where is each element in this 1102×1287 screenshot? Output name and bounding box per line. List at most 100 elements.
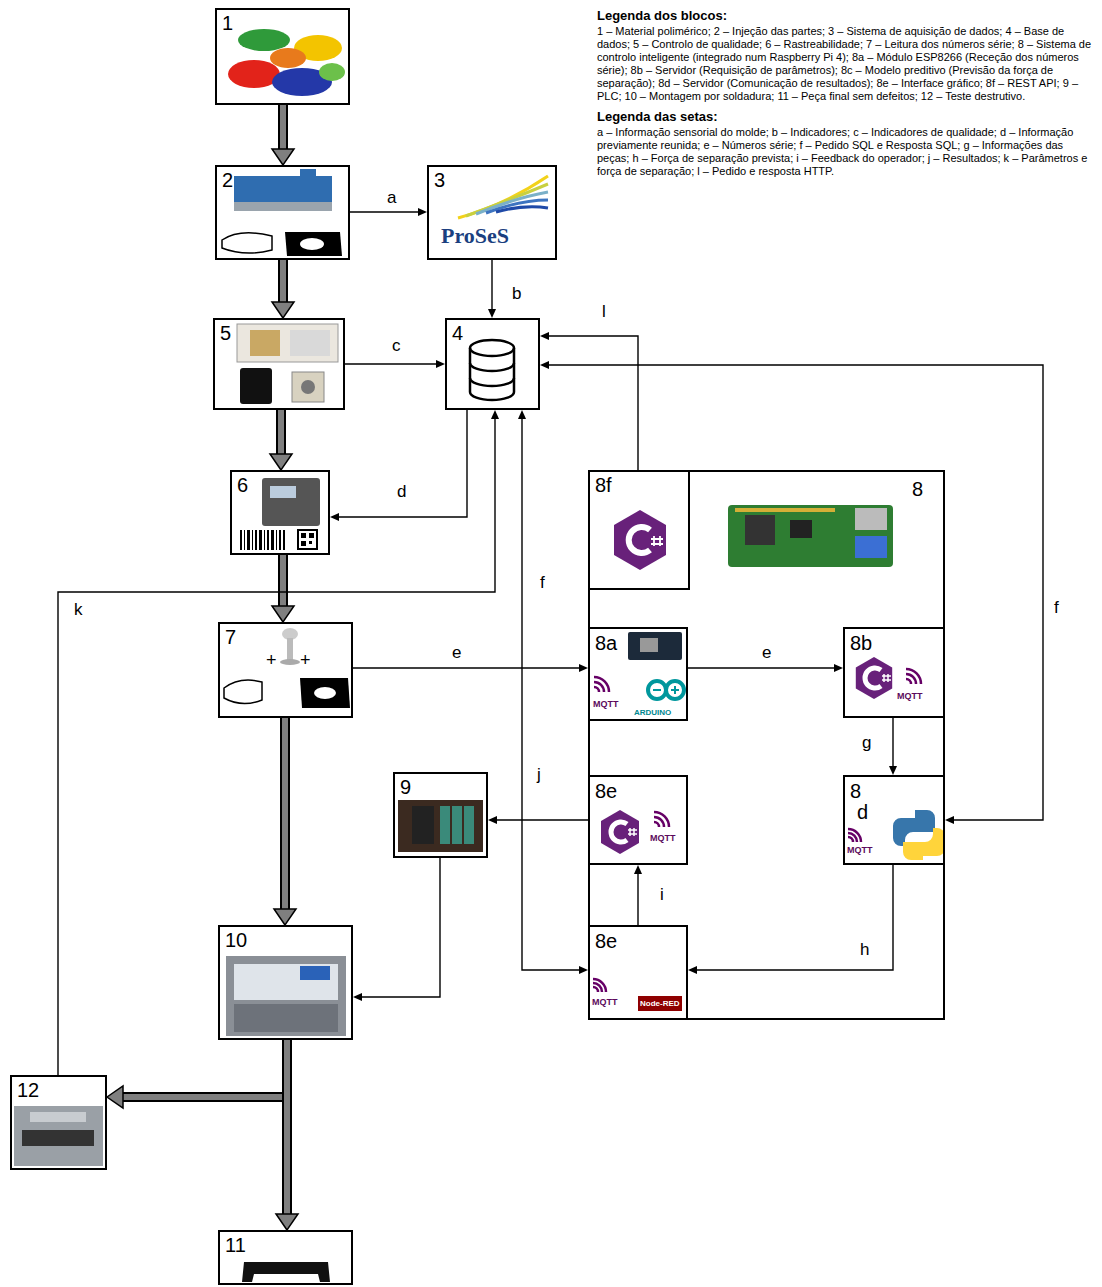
- data-arrow-head: [889, 766, 897, 775]
- data-arrow-line: [548, 336, 638, 470]
- block-box: 7++: [218, 622, 353, 718]
- flow-arrow-head: [270, 454, 292, 470]
- block-number: 5: [220, 322, 231, 345]
- logo-text: ProSeS: [441, 223, 509, 248]
- arrow-label: d: [395, 482, 408, 502]
- data-arrow-head: [634, 865, 642, 874]
- flow-arrow: [274, 718, 296, 925]
- data-arrow-head: [579, 966, 588, 974]
- data-arrow-head: [540, 361, 549, 369]
- final-part: [242, 1262, 330, 1282]
- block-number: 8a: [595, 632, 617, 655]
- data-arrow: [353, 664, 588, 672]
- database-icon: [470, 340, 514, 400]
- data-arrow-head: [418, 208, 427, 216]
- flow-arrow: [272, 105, 294, 165]
- arrow-label: l: [600, 302, 608, 322]
- block-box: 88f8aMQTTARDUINO8bMQTT8dMQTT8eMQTT8eMQTT…: [588, 470, 945, 1020]
- block-box: 12: [10, 1075, 107, 1170]
- arrow-label: a: [385, 188, 398, 208]
- flow-arrow-shaft: [280, 260, 286, 303]
- data-arrow-head: [330, 513, 339, 521]
- arrow-label: b: [510, 284, 523, 304]
- flow-arrow-outline: [282, 1040, 292, 1215]
- mqtt-text: MQTT: [593, 699, 619, 709]
- block-number: 6: [237, 474, 248, 497]
- flow-arrow-outline: [276, 410, 286, 455]
- data-arrow-head: [488, 309, 496, 318]
- data-arrow-line: [522, 418, 580, 970]
- block-box: 6: [230, 470, 330, 555]
- destructive-test-photo: [14, 1106, 103, 1166]
- legend-heading: Legenda das setas:: [597, 109, 718, 124]
- data-arrow: [688, 664, 843, 672]
- data-arrow-line: [548, 365, 1043, 820]
- arrow-label: g: [860, 733, 873, 753]
- data-arrow-line: [696, 865, 893, 970]
- arrow-label: i: [658, 885, 666, 905]
- block-box: 8dMQTT: [843, 775, 945, 865]
- mqtt-text: MQTT: [897, 691, 923, 701]
- flow-arrow-shaft: [122, 1040, 287, 1097]
- flow-arrow-shaft: [280, 555, 286, 607]
- flow-arrow: [276, 1040, 298, 1230]
- data-arrow-line: [338, 410, 467, 517]
- data-arrow: [330, 410, 467, 521]
- flow-arrow: [272, 555, 294, 622]
- block-number: 3: [434, 169, 445, 192]
- data-arrow-head: [353, 993, 362, 1001]
- block-number: 10: [225, 929, 247, 952]
- flow-arrow-head: [276, 1214, 298, 1230]
- barcode-scanner-and-parts: [224, 628, 350, 708]
- plus-sign: +: [300, 650, 311, 671]
- data-arrow-line: [58, 418, 495, 1075]
- data-arrow-head: [491, 410, 499, 419]
- block-number: 8: [912, 478, 923, 501]
- data-arrow: [58, 410, 499, 1075]
- flow-arrow-head: [274, 909, 296, 925]
- arrow-label: k: [72, 600, 85, 620]
- data-arrow-line: [496, 819, 588, 820]
- data-arrow: [634, 865, 642, 925]
- flow-arrow-outline: [278, 555, 288, 607]
- arduino-text: ARDUINO: [634, 708, 671, 717]
- block-box: 8bMQTT: [843, 627, 945, 718]
- welding-machine-photo: [226, 956, 346, 1036]
- arrow-label: j: [535, 765, 543, 785]
- pellets-illustration: [228, 29, 345, 96]
- block-number: 8e: [595, 780, 617, 803]
- python-logo: [893, 810, 945, 860]
- block-box: 5: [213, 318, 345, 410]
- data-arrow-line: [892, 718, 893, 767]
- data-arrow: [488, 816, 588, 824]
- data-arrow-head: [540, 332, 549, 340]
- mqtt-text: MQTT: [847, 845, 873, 855]
- block-number: 9: [400, 776, 411, 799]
- legend-text: 1 – Material polimérico; 2 – Injeção das…: [597, 25, 1097, 103]
- arrow-label: e: [760, 643, 773, 663]
- data-arrow-head: [834, 664, 843, 672]
- data-arrow-line: [345, 363, 437, 364]
- block-number: 8b: [850, 632, 872, 655]
- data-arrow: [353, 858, 440, 1001]
- block-box: 11: [218, 1230, 353, 1285]
- arrow-label: e: [450, 643, 463, 663]
- arrow-label: c: [390, 336, 403, 356]
- data-arrow: [350, 208, 427, 216]
- block-box: 10: [218, 925, 353, 1040]
- block-box: 1: [215, 8, 350, 105]
- legend-text: a – Informação sensorial do molde; b – I…: [597, 126, 1097, 178]
- data-arrow: [488, 260, 496, 318]
- data-arrow: [345, 360, 445, 368]
- csharp-logos: [601, 510, 892, 854]
- block-number: d: [857, 801, 868, 824]
- block-box: 8f: [588, 470, 690, 590]
- data-arrow-line: [361, 858, 440, 997]
- data-arrow: [518, 410, 588, 974]
- data-arrow-head: [688, 966, 697, 974]
- flow-arrow-shaft: [280, 105, 286, 150]
- arrow-label: f: [538, 573, 547, 593]
- legend-heading: Legenda dos blocos:: [597, 8, 727, 23]
- block-number: 11: [225, 1234, 246, 1257]
